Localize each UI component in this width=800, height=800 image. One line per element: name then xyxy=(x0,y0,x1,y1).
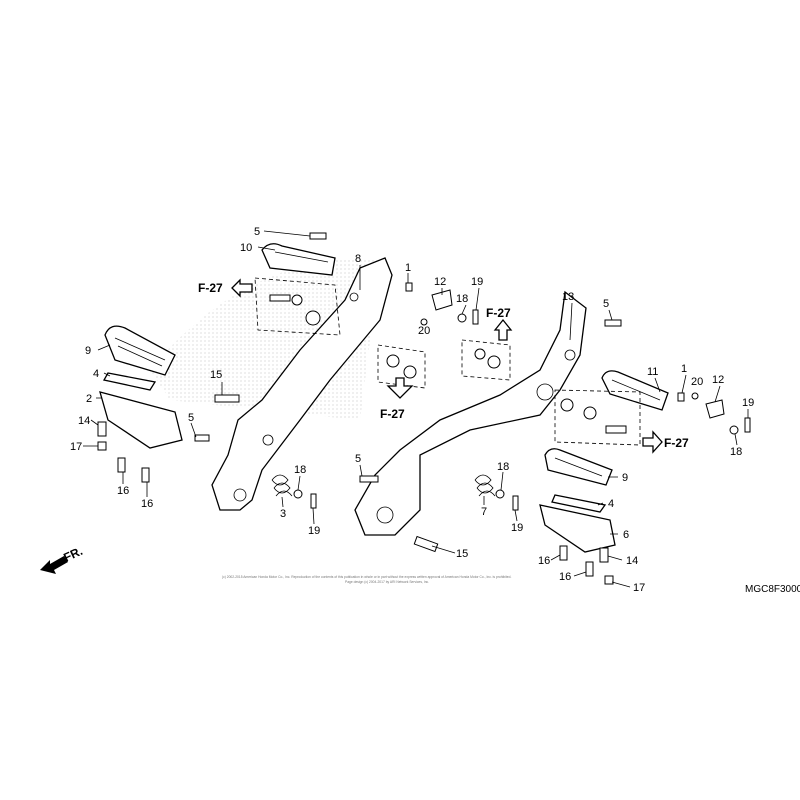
callout[interactable]: 6 xyxy=(623,529,629,541)
callout[interactable]: 11 xyxy=(647,366,658,378)
bolts xyxy=(97,232,751,585)
callout[interactable]: 14 xyxy=(78,415,90,427)
callout[interactable]: 3 xyxy=(280,508,286,520)
copyright-line-2: Page design (c) 2004-2017 by ARI Network… xyxy=(345,580,429,584)
callout[interactable]: 8 xyxy=(355,253,361,265)
callout[interactable]: 7 xyxy=(481,506,487,518)
callout[interactable]: 5 xyxy=(355,453,361,465)
callout[interactable]: 19 xyxy=(471,276,483,288)
ref-f27-right[interactable]: F-27 xyxy=(642,430,689,454)
ref-f27-left[interactable]: F-27 xyxy=(198,278,253,298)
callout[interactable]: 17 xyxy=(70,441,82,453)
callout[interactable]: 4 xyxy=(608,498,614,510)
front-direction-indicator: FR. xyxy=(40,544,85,574)
callout[interactable]: 19 xyxy=(511,522,523,534)
callout[interactable]: 14 xyxy=(626,555,638,567)
callout[interactable]: 15 xyxy=(210,369,222,381)
callout[interactable]: 15 xyxy=(456,548,468,560)
footpeg-10[interactable] xyxy=(261,243,336,276)
footpeg-holder-2-left[interactable] xyxy=(99,391,183,449)
callout[interactable]: 20 xyxy=(418,325,430,337)
callout[interactable]: 5 xyxy=(254,226,260,238)
copyright-line-1: (c) 2002-2015 American Honda Motor Co., … xyxy=(222,575,511,579)
callout[interactable]: 20 xyxy=(691,376,703,388)
callout[interactable]: 5 xyxy=(188,412,194,424)
spring-3[interactable] xyxy=(271,474,293,497)
callout[interactable]: 13 xyxy=(562,291,574,303)
callout[interactable]: 12 xyxy=(712,374,724,386)
callout[interactable]: 16 xyxy=(538,555,550,567)
callout[interactable]: 2 xyxy=(86,393,92,405)
callout[interactable]: 16 xyxy=(559,571,571,583)
callout[interactable]: 10 xyxy=(240,242,252,254)
callout[interactable]: 18 xyxy=(456,293,468,305)
dashed-group-center xyxy=(377,344,426,389)
footpeg-holder-6[interactable] xyxy=(539,504,616,553)
ref-f27-down[interactable]: F-27 xyxy=(380,377,414,421)
rubber-4-left[interactable] xyxy=(102,372,157,391)
ref-label: F-27 xyxy=(198,281,223,295)
callout[interactable]: 16 xyxy=(141,498,153,510)
callout[interactable]: 19 xyxy=(742,397,754,409)
callout[interactable]: 18 xyxy=(730,446,742,458)
dashed-group-mid xyxy=(461,339,511,381)
callout[interactable]: 16 xyxy=(117,485,129,497)
callout[interactable]: 1 xyxy=(681,363,687,375)
callout[interactable]: 4 xyxy=(93,368,99,380)
callout[interactable]: 9 xyxy=(85,345,91,357)
ref-label: F-27 xyxy=(664,436,689,450)
callout[interactable]: 5 xyxy=(603,298,609,310)
left-step-bracket[interactable] xyxy=(211,257,393,511)
callout[interactable]: 18 xyxy=(294,464,306,476)
spring-7[interactable] xyxy=(474,474,496,497)
footpeg-9-left[interactable] xyxy=(104,325,176,376)
diagram-code: MGC8F3000 xyxy=(745,584,800,595)
leader-lines xyxy=(83,230,749,588)
footpeg-9-right[interactable] xyxy=(544,448,613,486)
callout[interactable]: 18 xyxy=(497,461,509,473)
dashed-group-right xyxy=(554,389,641,446)
ref-f27-up[interactable]: F-27 xyxy=(486,306,513,341)
footpeg-11[interactable] xyxy=(601,370,669,411)
callout[interactable]: 12 xyxy=(434,276,446,288)
callout[interactable]: 19 xyxy=(308,525,320,537)
ref-label: F-27 xyxy=(380,407,405,421)
svg-text:FR.: FR. xyxy=(61,544,84,565)
callout[interactable]: 9 xyxy=(622,472,628,484)
ref-label: F-27 xyxy=(486,306,511,320)
callout-labels: 5 10 8 1 12 19 18 20 13 5 11 1 20 12 19 … xyxy=(70,226,754,594)
callout[interactable]: 17 xyxy=(633,582,645,594)
rubber-4-right[interactable] xyxy=(551,494,607,513)
right-step-bracket[interactable] xyxy=(354,290,587,536)
callout[interactable]: 1 xyxy=(405,262,411,274)
